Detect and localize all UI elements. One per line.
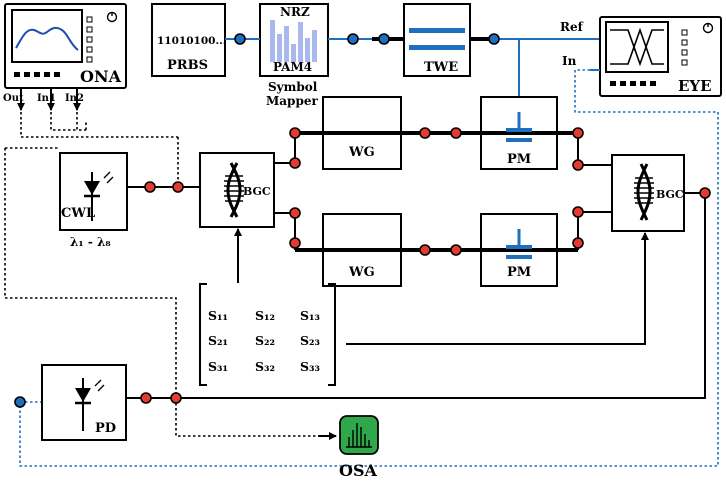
wg-upper-label: WG [348,145,375,160]
pm-lower-block[interactable]: PM [480,213,558,287]
s11: S₁₁ [208,308,228,323]
pm-upper-block[interactable]: PM [480,96,558,170]
wg-lower-block[interactable]: WG [322,213,402,287]
eye-label: EYE [678,77,712,95]
s12: S₁₂ [255,308,275,323]
s22: S₂₂ [255,333,275,348]
eye-in-label: In [562,54,577,68]
ona-label: ONA [80,67,122,86]
prbs-bits: 11010100... [157,35,226,47]
wg-upper-block[interactable]: WG [322,96,402,170]
ona-out-label: Out [3,93,24,104]
s23: S₂₃ [300,333,320,348]
s-parameter-matrix: S₁₁ S₁₂ S₁₃ S₂₁ S₂₂ S₂₃ S₃₁ S₃₂ S₃₃ [199,283,336,386]
pam4-mapper-block[interactable]: NRZ PAM4 [259,3,329,77]
pd-block[interactable]: PD [41,364,127,441]
eye-instrument[interactable]: EYE [599,16,722,97]
s21: S₂₁ [208,333,228,348]
cwl-block[interactable]: CWL [59,152,128,231]
s32: S₃₂ [255,359,275,374]
bgc-right-block[interactable]: BGC [611,154,685,232]
s13: S₁₃ [300,308,320,323]
s33: S₃₃ [300,359,320,374]
nrz-label: NRZ [280,5,310,19]
osa-instrument[interactable]: OSA [339,415,379,480]
pd-label: PD [95,421,116,436]
wg-lower-label: WG [348,265,375,280]
symbol-label: Symbol [268,80,318,94]
s31: S₃₁ [208,359,228,374]
ona-in2-label: In2 [65,93,84,104]
mapper-label: Mapper [266,94,318,108]
osa-label: OSA [339,461,377,480]
eye-ref-label: Ref [560,20,584,34]
pam4-bar-icon [270,20,317,62]
cwl-label: CWL [61,206,95,221]
twe-label: TWE [424,60,458,75]
ona-in1-label: In1 [37,93,56,104]
pm-upper-label: PM [507,152,531,167]
prbs-label: PRBS [167,58,208,73]
twe-block[interactable]: TWE [403,3,471,77]
ona-instrument[interactable]: ONA [4,3,127,89]
prbs-block[interactable]: 11010100... PRBS [151,3,226,77]
bgc-left-block[interactable]: BGC [199,152,275,228]
bgc-right-label: BGC [656,188,684,201]
pam4-label: PAM4 [273,60,312,74]
cwl-wavelength-label: λ₁ - λ₈ [70,235,111,249]
bgc-left-label: BGC [243,185,271,198]
pm-lower-label: PM [507,265,531,280]
